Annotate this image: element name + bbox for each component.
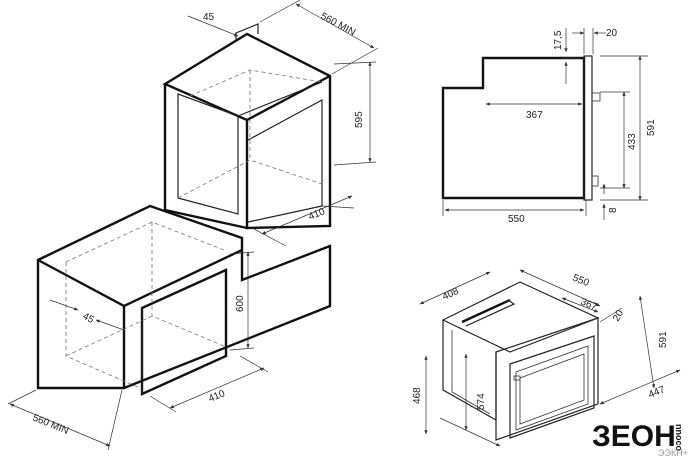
upper-width-label: 560 MIN — [319, 11, 358, 38]
side-top-offset-label: 17,5 — [553, 30, 564, 50]
side-view-drawing: 17,5 20 591 433 367 550 8 — [441, 28, 657, 225]
upper-height-label: 595 — [354, 111, 365, 128]
lower-height-label: 600 — [235, 295, 246, 312]
brand-tail-text: ЭЭКН+ — [658, 448, 688, 458]
upper-niche-drawing: 45 560 MIN 595 410 — [162, 0, 379, 247]
lower-depth-label: 45 — [81, 311, 96, 326]
upper-depth-label: 45 — [203, 12, 215, 23]
brand-watermark: ЗЕОН nnoco ЭЭКН+ — [592, 420, 688, 458]
iso-panel-thickness-label: 20 — [611, 308, 626, 324]
side-body-height-label: 433 — [627, 133, 638, 150]
side-inner-depth-label: 367 — [526, 110, 543, 121]
iso-depth-label: 550 — [571, 273, 591, 290]
iso-height-label: 591 — [658, 331, 669, 348]
side-total-depth-label: 550 — [508, 214, 525, 225]
iso-view-drawing: 408 550 367 20 591 447 468 574 — [412, 269, 681, 447]
iso-cavity-height-label: 574 — [476, 393, 487, 410]
brand-logo-text: ЗЕОН — [592, 420, 676, 453]
lower-niche-drawing: 45 600 410 560 MIN — [7, 204, 332, 451]
side-panel-thickness-label: 20 — [606, 28, 618, 39]
iso-width-label: 408 — [441, 286, 461, 303]
side-total-height-label: 591 — [646, 119, 657, 136]
iso-left-height-label: 468 — [412, 387, 423, 404]
lower-width-label: 560 MIN — [31, 413, 70, 437]
brand-side-text: nnoco — [674, 424, 684, 451]
side-bottom-gap-label: 8 — [608, 207, 619, 213]
iso-side-depth-label: 447 — [647, 384, 667, 401]
